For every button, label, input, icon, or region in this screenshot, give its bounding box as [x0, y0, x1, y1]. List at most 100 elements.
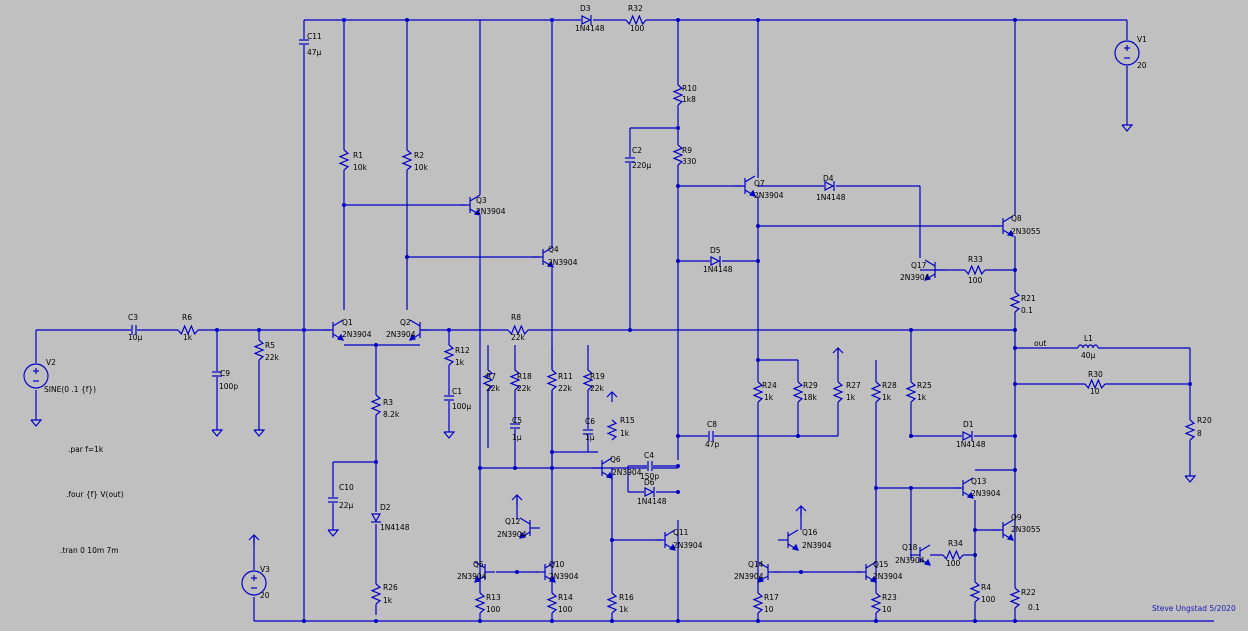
q3-npn-symbol[interactable]: [460, 194, 481, 216]
r16-res-symbol[interactable]: [606, 592, 618, 614]
ground-icon: [1121, 124, 1134, 132]
r26-res-symbol[interactable]: [370, 583, 382, 605]
q2-npn-symbol[interactable]: [409, 319, 430, 341]
r19-res-symbol[interactable]: [582, 369, 594, 391]
q4-npn-symbol[interactable]: [533, 246, 554, 268]
r5-res-symbol[interactable]: [253, 339, 265, 361]
c4-cap-symbol[interactable]: [647, 460, 653, 472]
d6-diode-symbol[interactable]: [644, 486, 656, 498]
supply-arrow-icon: [248, 534, 260, 545]
v1-vsrc-symbol[interactable]: [1114, 40, 1140, 66]
param-directive[interactable]: .par f=1k: [68, 445, 104, 454]
d4-diode-symbol[interactable]: [824, 180, 836, 192]
r27-value-label: 1k: [846, 393, 856, 402]
c6-cap-symbol[interactable]: [582, 429, 594, 435]
q6-value-label: 2N3904: [612, 468, 642, 477]
c2-cap-symbol[interactable]: [624, 157, 636, 163]
c10-cap-symbol[interactable]: [327, 497, 339, 503]
q12-npn-symbol[interactable]: [519, 517, 540, 539]
r12-res-symbol[interactable]: [443, 344, 455, 366]
r17-res-symbol[interactable]: [752, 592, 764, 614]
r2-ref-label: R2: [414, 151, 424, 160]
r24-res-symbol[interactable]: [752, 381, 764, 403]
r33-res-symbol[interactable]: [964, 264, 986, 276]
r25-res-symbol[interactable]: [905, 381, 917, 403]
q15-npn-symbol[interactable]: [856, 561, 877, 583]
q11-npn-symbol[interactable]: [655, 529, 676, 551]
r21-res-symbol[interactable]: [1009, 291, 1021, 313]
v3-vsrc-symbol[interactable]: [241, 570, 267, 596]
r2-res-symbol[interactable]: [401, 149, 413, 171]
c6-ref-label: C6: [585, 417, 595, 426]
r30-res-symbol[interactable]: [1084, 378, 1106, 390]
q5-ref-label: Q5: [473, 560, 484, 569]
r32-res-symbol[interactable]: [625, 14, 647, 26]
r3-res-symbol[interactable]: [370, 394, 382, 416]
tran-directive[interactable]: .tran 0 10m 7m: [60, 546, 119, 555]
q6-npn-symbol[interactable]: [592, 457, 613, 479]
q10-npn-symbol[interactable]: [535, 561, 556, 583]
r28-res-symbol[interactable]: [870, 381, 882, 403]
v2-ref-label: V2: [46, 358, 56, 367]
c8-cap-symbol[interactable]: [708, 430, 714, 442]
ground-icon: [443, 431, 456, 439]
r29-res-symbol[interactable]: [792, 381, 804, 403]
r9-res-symbol[interactable]: [672, 144, 684, 166]
r3-ref-label: R3: [383, 398, 393, 407]
ground-icon: [253, 429, 266, 437]
r23-res-symbol[interactable]: [870, 592, 882, 614]
r27-res-symbol[interactable]: [832, 381, 844, 403]
author-signature: Steve Ungstad 5/2020: [1152, 604, 1236, 613]
r1-value-label: 10k: [353, 163, 368, 172]
q8-value-label: 2N3055: [1011, 227, 1041, 236]
r6-res-symbol[interactable]: [177, 324, 199, 336]
r1-res-symbol[interactable]: [338, 149, 350, 171]
r24-value-label: 1k: [764, 393, 774, 402]
r1-ref-label: R1: [353, 151, 363, 160]
q9-npn-symbol[interactable]: [993, 519, 1014, 541]
q17-npn-symbol[interactable]: [924, 259, 945, 281]
q16-npn-symbol[interactable]: [778, 529, 799, 551]
c11-cap-symbol[interactable]: [298, 39, 310, 45]
q6-ref-label: Q6: [610, 455, 621, 464]
q8-npn-symbol[interactable]: [993, 215, 1014, 237]
d6-value-label: 1N4148: [637, 497, 667, 506]
r18-res-symbol[interactable]: [509, 369, 521, 391]
supply-arrow-icon: [606, 391, 618, 402]
r11-res-symbol[interactable]: [546, 369, 558, 391]
q14-npn-symbol[interactable]: [757, 561, 778, 583]
q15-ref-label: Q15: [873, 560, 889, 569]
v2-value-label: SINE(0 .1 {f}): [44, 385, 96, 394]
r8-value-label: 22k: [511, 333, 526, 342]
c9-cap-symbol[interactable]: [211, 371, 223, 377]
d2-diode-symbol[interactable]: [370, 512, 382, 524]
four-directive[interactable]: .four {f} V(out): [66, 490, 124, 499]
q5-npn-symbol[interactable]: [474, 561, 495, 583]
d3-value-label: 1N4148: [575, 24, 605, 33]
r34-res-symbol[interactable]: [942, 549, 964, 561]
r7-res-symbol[interactable]: [482, 369, 494, 391]
r10-res-symbol[interactable]: [672, 84, 684, 106]
d3-diode-symbol[interactable]: [581, 14, 593, 26]
q7-npn-symbol[interactable]: [735, 175, 756, 197]
q13-npn-symbol[interactable]: [953, 477, 974, 499]
v2-vsrc-symbol[interactable]: [23, 363, 49, 389]
r4-res-symbol[interactable]: [969, 581, 981, 603]
r16-ref-label: R16: [619, 593, 634, 602]
r13-res-symbol[interactable]: [474, 592, 486, 614]
c1-cap-symbol[interactable]: [443, 395, 455, 401]
q18-npn-symbol[interactable]: [910, 544, 931, 566]
l1-ind-symbol[interactable]: [1077, 343, 1099, 351]
r15-res-symbol[interactable]: [606, 419, 618, 441]
q1-npn-symbol[interactable]: [323, 319, 344, 341]
c5-cap-symbol[interactable]: [509, 423, 521, 429]
c10-value-label: 22µ: [339, 501, 354, 510]
r20-res-symbol[interactable]: [1184, 419, 1196, 441]
d1-diode-symbol[interactable]: [962, 430, 974, 442]
r8-res-symbol[interactable]: [507, 324, 529, 336]
c3-cap-symbol[interactable]: [131, 324, 137, 336]
d5-diode-symbol[interactable]: [710, 255, 722, 267]
r22-res-symbol[interactable]: [1009, 587, 1021, 609]
r14-res-symbol[interactable]: [546, 592, 558, 614]
